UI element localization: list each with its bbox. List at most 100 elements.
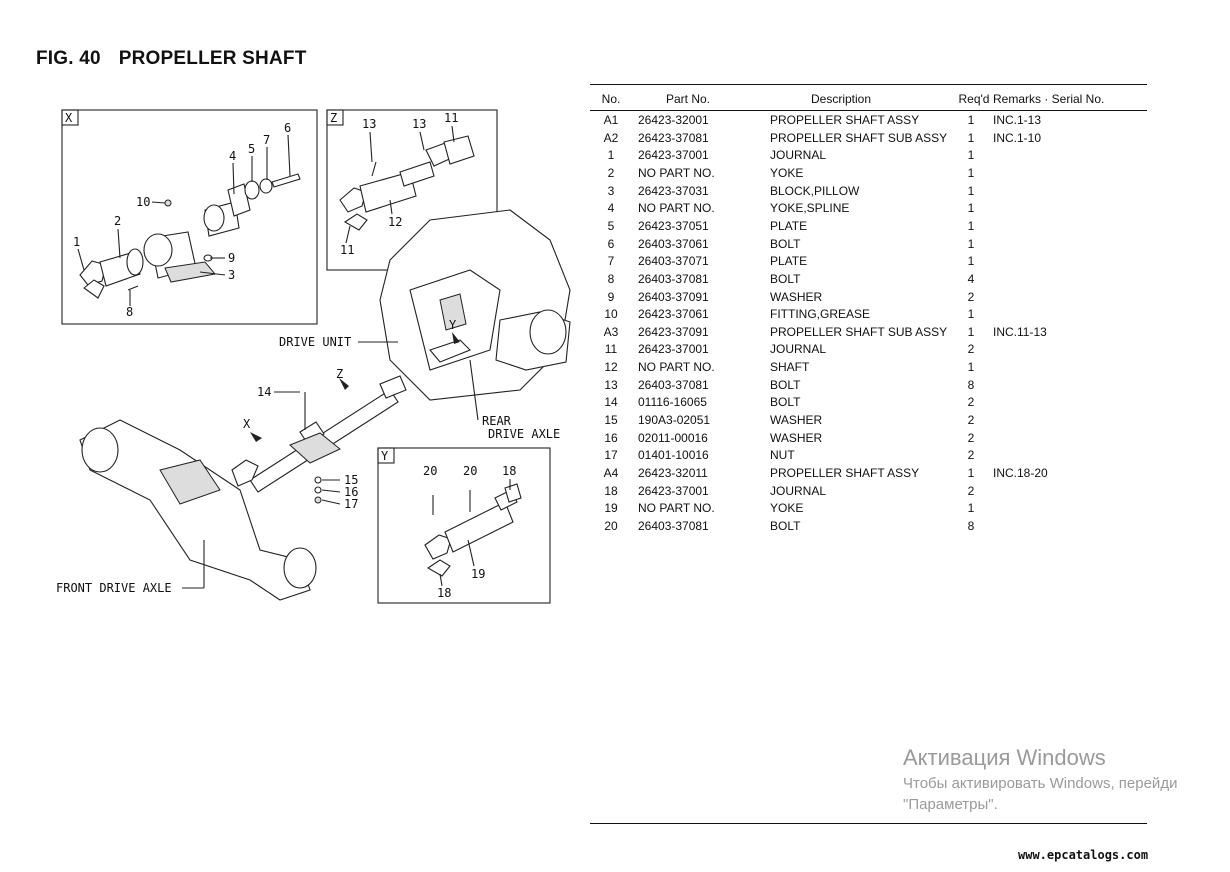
cell-part: NO PART NO.	[638, 201, 715, 216]
exploded-parts-diagram: X 1 2 3 4 5 6	[56, 109, 571, 604]
cell-req: 1	[967, 113, 975, 127]
cell-req: 2	[967, 289, 975, 304]
inset-x-frame	[61, 109, 318, 325]
cell-part: 26403-37061	[638, 236, 709, 251]
cell-desc: BOLT	[770, 395, 801, 410]
cell-part: 26423-37001	[638, 342, 709, 357]
cell-desc: NUT	[770, 448, 795, 463]
cell-part: 26423-37031	[638, 183, 709, 198]
cell-no: 11	[604, 342, 618, 357]
callout-3: 3	[228, 268, 235, 282]
cell-no: 10	[604, 307, 618, 322]
header-no: No.	[601, 92, 621, 106]
cell-req: 1	[967, 324, 975, 339]
table-header-rule	[590, 110, 1147, 111]
callout-11b: 11	[340, 243, 354, 257]
cell-part: 26423-37061	[638, 307, 709, 322]
cell-no: A4	[603, 466, 619, 480]
header-reqd: Req'd	[958, 92, 990, 106]
cell-req: 1	[967, 201, 975, 216]
cell-req: 1	[967, 360, 975, 375]
arrow-x-label: X	[243, 417, 251, 431]
figure-number: FIG. 40	[36, 48, 101, 69]
cell-part: 26423-37081	[638, 130, 709, 145]
cell-part: 26423-32011	[638, 466, 708, 480]
cell-no: 15	[604, 413, 618, 428]
cell-req: 1	[967, 466, 975, 480]
cell-req: 4	[967, 271, 975, 286]
arrow-z-label: Z	[336, 367, 343, 381]
cell-req: 1	[967, 183, 975, 198]
cell-part: NO PART NO.	[638, 165, 715, 180]
figure-name: PROPELLER SHAFT	[118, 48, 307, 69]
cell-req: 1	[967, 307, 975, 322]
callout-13b: 13	[412, 117, 426, 131]
cell-desc: BOLT	[770, 518, 801, 533]
inset-y: Y 20 20 18 19 18	[377, 447, 551, 604]
main-assembly-drawing	[79, 209, 571, 601]
cell-no: 4	[607, 201, 615, 216]
inset-z-label: Z	[330, 111, 337, 125]
inset-z: Z 13 13 11 12 11	[326, 109, 498, 271]
callout-8: 8	[126, 305, 133, 319]
cell-desc: JOURNAL	[770, 483, 827, 498]
table-header: No. Part No. Description Req'd Remarks ·…	[590, 92, 1147, 108]
cell-desc: PROPELLER SHAFT ASSY	[770, 113, 920, 127]
callout-5: 5	[248, 142, 255, 156]
cell-desc: PROPELLER SHAFT SUB ASSY	[770, 130, 948, 145]
cell-desc: SHAFT	[770, 360, 810, 375]
cell-req: 1	[967, 165, 975, 180]
cell-no: 20	[604, 518, 618, 533]
cell-part: NO PART NO.	[638, 360, 715, 375]
cell-part: 26403-37081	[638, 271, 709, 286]
callout-7: 7	[263, 133, 270, 147]
cell-req: 2	[967, 483, 975, 498]
figure-title: FIG. 40 PROPELLER SHAFT	[36, 48, 307, 70]
inset-x-tag-box	[61, 109, 79, 126]
callout-16: 16	[344, 485, 358, 499]
rear-drive-axle-label-2: DRIVE AXLE	[488, 427, 560, 441]
cell-part: 01116-16065	[638, 395, 707, 410]
cell-desc: WASHER	[770, 289, 823, 304]
cell-part: 26403-37081	[638, 377, 709, 392]
cell-no: 18	[604, 483, 618, 498]
inset-x-drawing	[79, 173, 301, 299]
cell-req: 2	[967, 448, 975, 463]
callout-13a: 13	[362, 117, 376, 131]
callout-6: 6	[284, 121, 291, 135]
bottom-rule	[590, 823, 1147, 824]
table-top-rule	[590, 84, 1147, 85]
cell-no: 8	[607, 271, 615, 286]
cell-rem: INC.11-13	[993, 324, 1047, 339]
inset-x: X 1 2 3 4 5 6	[61, 109, 318, 325]
windows-activation-watermark: Активация Windows Чтобы активировать Win…	[903, 745, 1177, 813]
cell-no: 13	[604, 377, 618, 392]
callout-18a: 18	[502, 464, 516, 478]
cell-req: 1	[967, 130, 975, 145]
inset-y-frame	[377, 447, 551, 604]
cell-req: 1	[967, 501, 975, 516]
front-drive-axle-label: FRONT DRIVE AXLE	[56, 581, 172, 595]
cell-req: 1	[967, 236, 975, 251]
cell-part: 26403-37081	[638, 518, 709, 533]
cell-part: 190A3-02051	[638, 413, 711, 428]
cell-part: 02011-00016	[638, 430, 708, 445]
drive-unit-label: DRIVE UNIT	[279, 335, 351, 349]
cell-desc: YOKE	[770, 501, 804, 516]
cell-no: 2	[607, 165, 615, 180]
inset-y-drawing	[424, 483, 522, 577]
cell-no: 12	[604, 360, 618, 375]
